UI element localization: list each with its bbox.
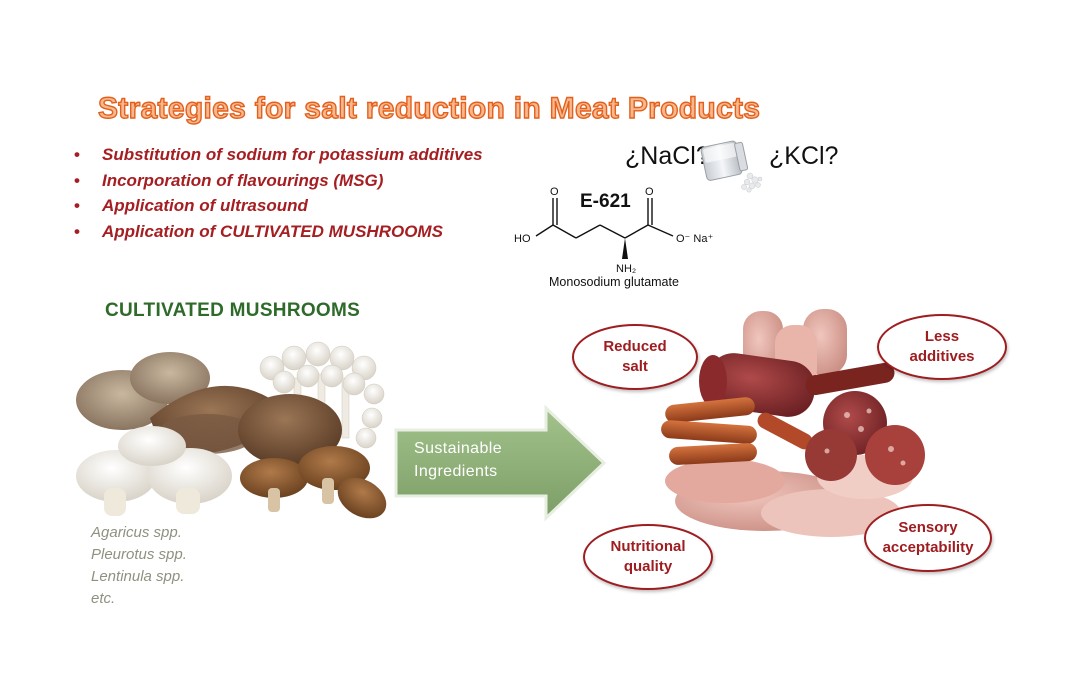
molecule-name: Monosodium glutamate — [549, 275, 679, 289]
species-item: Lentinula spp. — [91, 568, 185, 585]
arrow-label: Sustainable Ingredients — [414, 440, 503, 480]
salt-shaker-icon — [700, 140, 763, 193]
msg-structure-diagram: HO O O O⁻ Na⁺ NH₂ — [514, 186, 713, 275]
benefit-sensory-acceptability: Sensory acceptability — [864, 504, 992, 572]
mushrooms-illustration — [76, 341, 387, 519]
e621-code: E-621 — [580, 191, 631, 212]
amine-label: NH₂ — [616, 263, 636, 275]
species-item: Agaricus spp. — [91, 524, 182, 541]
bullet-icon: • — [74, 196, 80, 215]
mushrooms-title: CULTIVATED MUSHROOMS — [105, 300, 361, 321]
meat-products-illustration — [661, 309, 925, 537]
strategy-text: Incorporation of flavourings (MSG) — [102, 170, 384, 190]
strategy-item: • Application of CULTIVATED MUSHROOMS — [74, 219, 483, 245]
benefit-label: Nutritional quality — [610, 538, 686, 575]
benefit-nutritional-quality: Nutritional quality — [583, 524, 713, 590]
sodium-carboxylate-label: O⁻ Na⁺ — [676, 233, 713, 245]
bullet-icon: • — [74, 145, 80, 164]
ho-label: HO — [514, 233, 531, 245]
benefit-less-additives: Less additives — [877, 314, 1007, 380]
species-item: etc. — [91, 590, 116, 607]
strategy-item: • Incorporation of flavourings (MSG) — [74, 168, 483, 194]
bullet-icon: • — [74, 221, 80, 241]
sustainable-arrow-icon — [394, 404, 607, 522]
kcl-label: ¿KCl? — [769, 142, 839, 170]
benefit-label: Sensory acceptability — [882, 519, 974, 556]
strategy-item: • Substitution of sodium for potassium ad… — [74, 142, 483, 168]
nacl-label: ¿NaCl? — [625, 142, 710, 170]
species-list: Agaricus spp. Pleurotus spp. Lentinula s… — [91, 522, 187, 610]
strategy-list: • Substitution of sodium for potassium ad… — [74, 142, 483, 244]
species-item: Pleurotus spp. — [91, 546, 187, 563]
strategy-text: Application of CULTIVATED MUSHROOMS — [102, 221, 443, 241]
strategy-item: • Application of ultrasound — [74, 193, 483, 219]
page-title: Strategies for salt reduction in Meat Pr… — [97, 91, 761, 125]
bullet-icon: • — [74, 170, 80, 190]
oxygen-label-right: O — [645, 186, 654, 198]
benefit-reduced-salt: Reduced salt — [572, 324, 698, 390]
benefit-label: Less additives — [909, 328, 975, 365]
oxygen-label-left: O — [550, 186, 559, 198]
strategy-text: Substitution of sodium for potassium add… — [102, 145, 483, 164]
strategy-text: Application of ultrasound — [102, 196, 308, 215]
benefit-label: Reduced salt — [603, 338, 667, 375]
